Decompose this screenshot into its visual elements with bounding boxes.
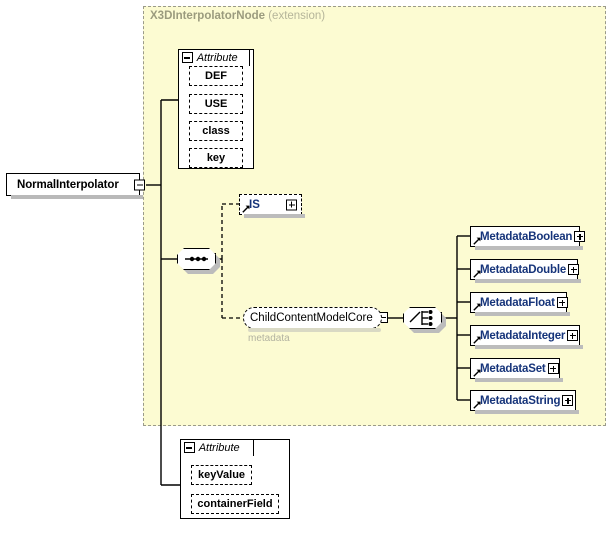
element-metadatadouble-label: MetadataDouble	[480, 263, 567, 276]
root-expander-minus-icon[interactable]	[134, 179, 145, 190]
metadatainteger-expander-plus-icon[interactable]	[567, 330, 579, 341]
attribute-class[interactable]: class	[189, 121, 246, 144]
group-reference-caption: metadata	[248, 333, 290, 344]
attribute-group-top-tab[interactable]: Attribute	[177, 48, 250, 66]
element-metadataset[interactable]: MetadataSet	[470, 358, 563, 382]
is-expander-plus-icon[interactable]	[286, 199, 297, 210]
group-reference-childcontentmodelcore[interactable]: ChildContentModelCore	[243, 307, 382, 332]
extension-group-qualifier: (extension)	[268, 10, 326, 22]
metadatafloat-expander-plus-icon[interactable]	[556, 297, 568, 308]
attribute-def[interactable]: DEF	[189, 66, 246, 89]
attribute-class-label: class	[202, 125, 230, 137]
attribute-def-label: DEF	[205, 70, 227, 82]
element-metadataset-label: MetadataSet	[480, 362, 546, 375]
element-metadataboolean-label: MetadataBoolean	[480, 230, 573, 243]
element-metadatainteger-label: MetadataInteger	[480, 329, 566, 342]
element-metadatafloat-label: MetadataFloat	[480, 296, 555, 309]
extension-group-name: X3DInterpolatorNode	[150, 10, 266, 22]
element-metadatafloat[interactable]: MetadataFloat	[470, 292, 570, 316]
sequence-compositor[interactable]	[177, 248, 220, 274]
element-metadatainteger[interactable]: MetadataInteger	[470, 325, 583, 349]
metadatastring-expander-plus-icon[interactable]	[562, 395, 574, 406]
attribute-key-label: key	[206, 152, 226, 164]
root-element-normalinterpolator[interactable]: NormalInterpolator	[6, 173, 145, 199]
attribute-bottom-expander-minus-icon[interactable]	[183, 442, 195, 454]
metadataset-expander-plus-icon[interactable]	[547, 363, 559, 374]
element-is-label: IS	[249, 198, 260, 211]
choice-compositor-glyph	[409, 310, 433, 326]
choice-compositor[interactable]	[403, 307, 446, 333]
element-metadataboolean[interactable]: MetadataBoolean	[470, 226, 586, 250]
extension-group-title: X3DInterpolatorNode (extension)	[150, 10, 325, 22]
sequence-compositor-glyph	[185, 256, 208, 262]
attribute-use-label: USE	[204, 98, 228, 110]
element-is[interactable]: IS	[239, 194, 305, 218]
root-element-label: NormalInterpolator	[17, 178, 119, 191]
element-metadatastring-label: MetadataString	[480, 394, 561, 407]
element-metadatastring[interactable]: MetadataString	[470, 390, 579, 414]
attribute-keyvalue-label: keyValue	[197, 469, 246, 481]
attribute-group-bottom-label: Attribute	[198, 441, 240, 454]
attribute-group-bottom-tab[interactable]: Attribute	[179, 438, 254, 456]
attribute-use[interactable]: USE	[189, 94, 246, 117]
attribute-key[interactable]: key	[189, 148, 246, 171]
group-reference-label: ChildContentModelCore	[250, 312, 373, 324]
attribute-containerfield[interactable]: containerField	[191, 494, 282, 517]
attribute-containerfield-label: containerField	[197, 498, 273, 510]
metadatadouble-expander-plus-icon[interactable]	[568, 264, 580, 275]
element-metadatadouble[interactable]: MetadataDouble	[470, 259, 581, 283]
attribute-group-top-label: Attribute	[196, 51, 238, 64]
attribute-top-expander-minus-icon[interactable]	[181, 52, 193, 64]
metadataboolean-expander-plus-icon[interactable]	[574, 231, 586, 242]
attribute-keyvalue[interactable]: keyValue	[191, 465, 255, 488]
